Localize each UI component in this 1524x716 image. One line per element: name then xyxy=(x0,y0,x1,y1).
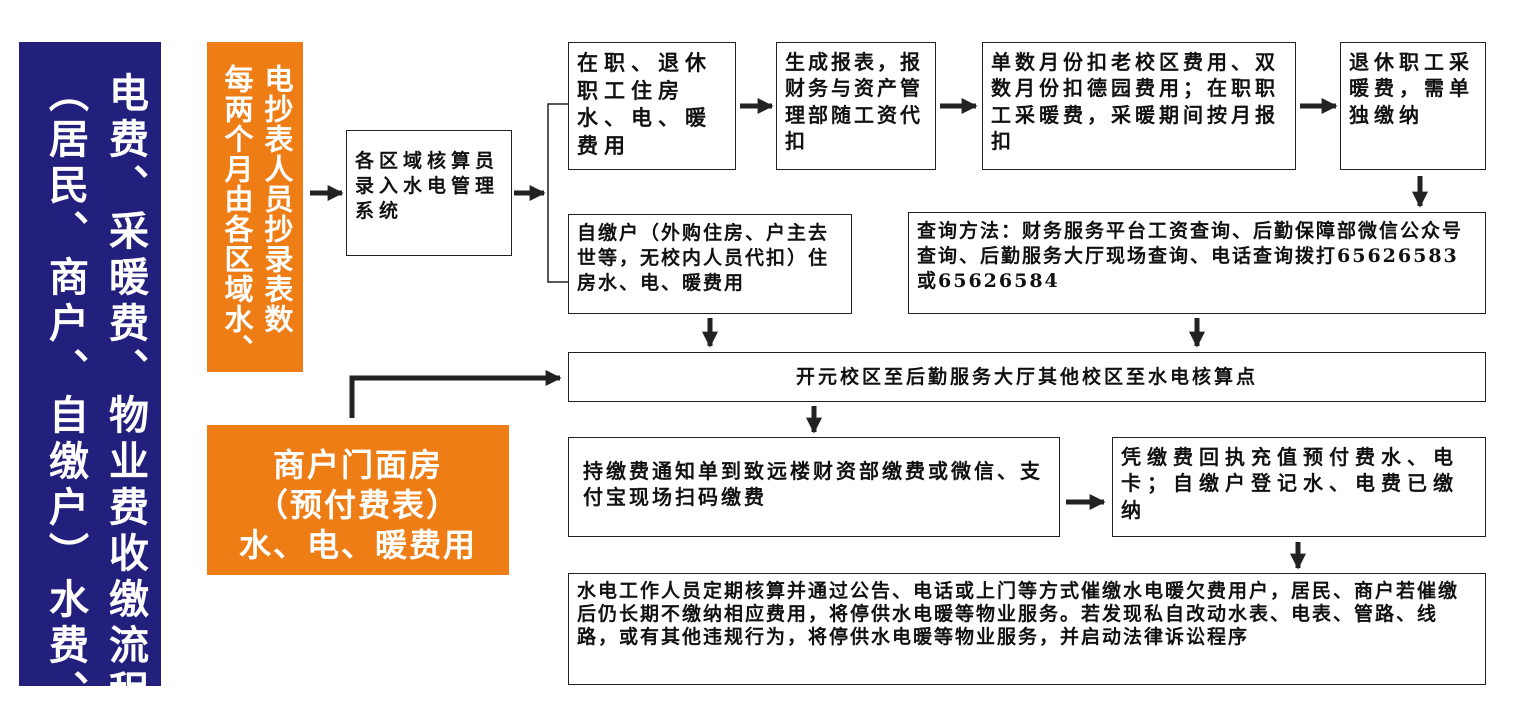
shop-line-3: 水、电、暖费用 xyxy=(238,526,477,564)
shop-box: 商户门面房 （预付费表） 水、电、暖费用 xyxy=(207,425,509,575)
staff-fees-node: 在职、退休职工住房水、电、暖费用 xyxy=(568,42,736,170)
retired-heat-node: 退休职工采暖费，需单独缴纳 xyxy=(1340,42,1486,170)
deduct-node: 单数月份扣老校区费用、双数月份扣德园费用；在职职工采暖费，采暖期间按月报扣 xyxy=(982,42,1296,170)
query-node: 查询方法：财务服务平台工资查询、后勤保障部微信公众号查询、后勤服务大厅现场查询、… xyxy=(908,212,1486,314)
report-node: 生成报表，报财务与资产管理部随工资代扣 xyxy=(776,42,936,170)
receipt-node: 凭缴费回执充值预付费水、电卡；自缴户登记水、电费已缴纳 xyxy=(1112,437,1486,537)
self-pay-node: 自缴户（外购住房、户主去世等，无校内人员代扣）住房水、电、暖费用 xyxy=(568,214,852,314)
reader-column-2: 每两个月由各区域水、 xyxy=(220,64,254,364)
reader-column-1: 电抄表人员抄录表数 xyxy=(260,64,294,334)
pay-node: 持缴费通知单到致远楼财资部缴费或微信、支付宝现场扫码缴费 xyxy=(568,437,1060,537)
shop-line-1: 商户门面房 xyxy=(272,446,443,484)
service-points-node: 开元校区至后勤服务大厅其他校区至水电核算点 xyxy=(568,352,1486,402)
meter-reader-box: 电抄表人员抄录表数 每两个月由各区域水、 xyxy=(207,42,303,372)
process-title-panel: 电费、采暖费、物业费收缴流程 （居民、商户、自缴户）水费、 xyxy=(19,42,161,716)
shop-line-2: （预付费表） xyxy=(255,486,460,524)
region-entry-node: 各区域核算员录入水电管理系统 xyxy=(346,130,512,256)
title-column-2: （居民、商户、自缴户）水费、 xyxy=(42,72,88,716)
arrow-shop-to-points xyxy=(349,369,562,418)
enforce-node: 水电工作人员定期核算并通过公告、电话或上门等方式催缴水电暖欠费用户，居民、商户若… xyxy=(568,573,1486,685)
title-column-1: 电费、采暖费、物业费收缴流程 xyxy=(102,72,148,716)
branch-bracket xyxy=(547,103,568,283)
